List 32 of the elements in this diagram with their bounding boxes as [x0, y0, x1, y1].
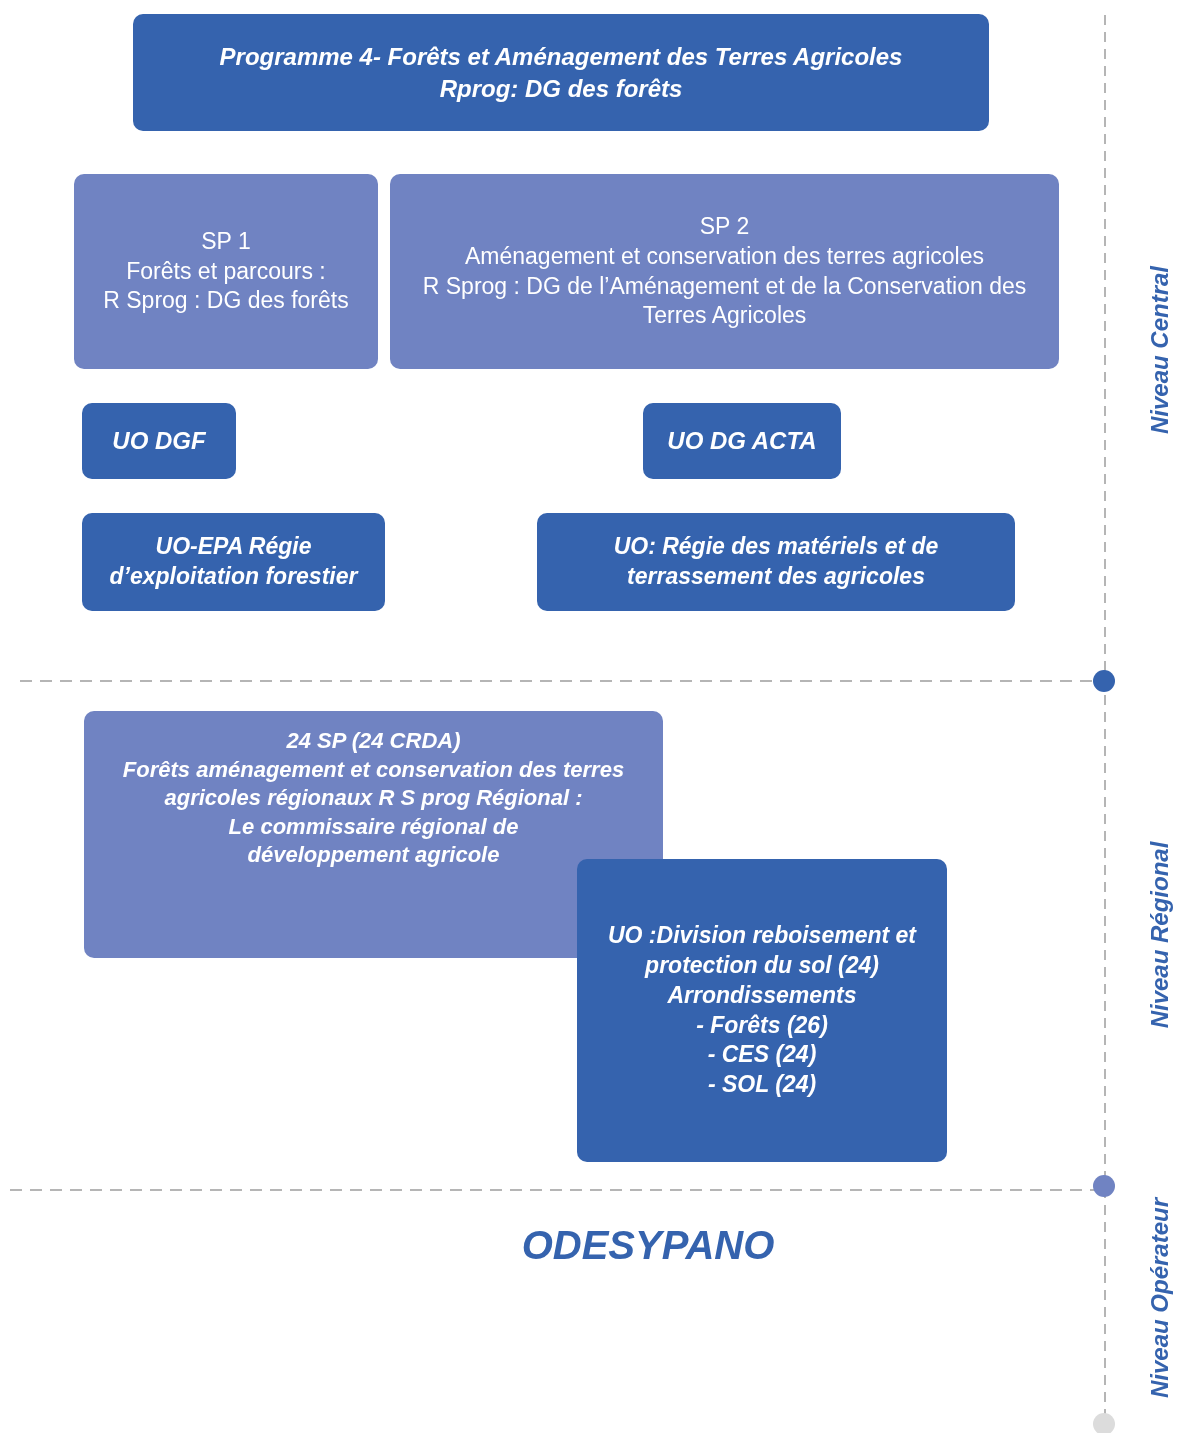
box-text: Arrondissements [667, 980, 857, 1010]
level-label: Niveau Opérateur [1146, 1197, 1174, 1399]
box-text: - Forêts (26) [696, 1010, 828, 1040]
box-text: UO DGF [112, 426, 206, 457]
unit-box [82, 513, 385, 611]
box-text: Forêts aménagement et conservation des terres agricoles régionaux R S prog Régional : [121, 755, 626, 813]
box-text: Rprog: DG des forêts [439, 73, 683, 104]
box-text: Aménagement et conservation des terres agricoles [464, 241, 985, 271]
box-text: R Sprog : DG des forêts [103, 286, 349, 316]
box-text: Programme 4- Forêts et Aménagement des Terres Agricoles [219, 42, 903, 73]
unit-box [537, 513, 1015, 611]
box-text: Le commissaire régional de développement agricole [227, 812, 520, 870]
box-text: UO-EPA Régie d’exploitation forestier [108, 532, 360, 591]
title-box [133, 14, 989, 131]
box-text: UO :Division reboisement et protection du sol (24) [607, 920, 918, 980]
box-text: - CES (24) [707, 1040, 817, 1070]
operator-name: ODESYPANO [521, 1222, 775, 1268]
level-label: Niveau Régional [1146, 841, 1174, 1029]
box-text: - SOL (24) [707, 1070, 817, 1100]
subprogram-box [390, 174, 1059, 369]
box-text: Forêts et parcours : [126, 256, 326, 286]
box-text: 24 SP (24 CRDA) [286, 727, 461, 755]
box-text: SP 1 [201, 226, 251, 256]
unit-box [643, 403, 841, 479]
unit-box [82, 403, 236, 479]
box-text: UO DG ACTA [667, 426, 817, 457]
box-text: R Sprog : DG de l’Aménagement et de la Conservation des Terres Agricoles [421, 271, 1028, 331]
subprogram-box [74, 174, 378, 369]
level-label: Niveau Central [1146, 265, 1174, 435]
box-text: SP 2 [699, 211, 750, 241]
division-box [577, 859, 947, 1162]
box-text: UO: Régie des matériels et de terrassement des agricoles [612, 532, 940, 591]
